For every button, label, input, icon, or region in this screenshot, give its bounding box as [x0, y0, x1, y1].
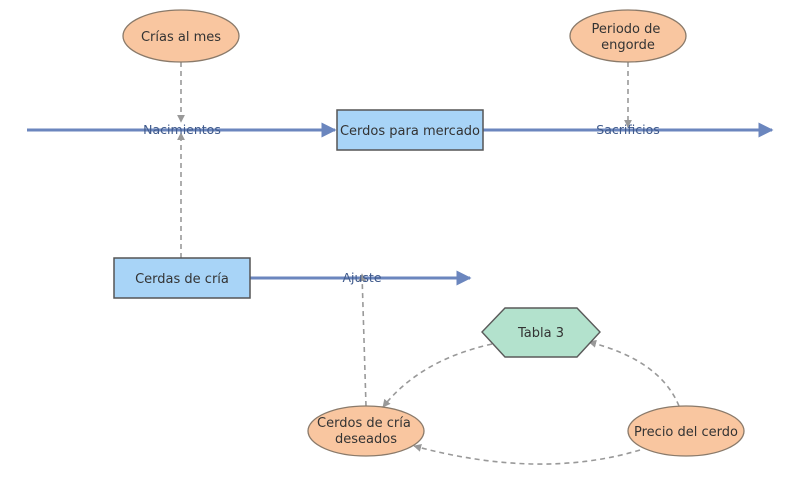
variable-ellipse: [307, 405, 425, 457]
link-deseados-to-ajuste: [358, 273, 367, 407]
variable-label-line: engorde: [601, 38, 655, 53]
stock-label: Cerdas de cría: [135, 272, 229, 287]
stock-cerdos-para-mercado[interactable]: Cerdos para mercado: [336, 109, 484, 151]
stock-box: [336, 109, 484, 151]
variable-label: Periodo de engorde: [591, 22, 664, 53]
variable-ellipse: [627, 405, 745, 457]
flow-pipes: [27, 122, 774, 286]
stock-cerdas-de-cria[interactable]: Cerdas de cría: [113, 257, 251, 299]
link-precio-to-deseados: [413, 444, 641, 465]
flow-label-nacimientos[interactable]: Nacimientos: [143, 122, 221, 137]
variable-periodo-de-engorde[interactable]: Periodo de engorde: [569, 9, 687, 63]
variable-ellipse: [569, 9, 687, 63]
variable-precio-del-cerdo[interactable]: Precio del cerdo: [627, 405, 745, 457]
variable-label-line: Periodo de: [591, 22, 660, 37]
flow-label-sacrificios[interactable]: Sacrificios: [596, 122, 659, 137]
influence-links: [177, 62, 680, 465]
link-precio-to-tabla: [588, 339, 680, 407]
variable-label: Cerdos de cría deseados: [317, 416, 415, 447]
stock-box: [113, 257, 251, 299]
table-tabla-3[interactable]: Tabla 3: [481, 307, 601, 358]
table-hexagon: [481, 307, 601, 358]
table-label: Tabla 3: [517, 326, 564, 341]
variable-ellipse: [122, 9, 240, 63]
variable-label: Precio del cerdo: [634, 425, 738, 440]
variable-crias-al-mes[interactable]: Crías al mes: [122, 9, 240, 63]
variable-label-line: deseados: [335, 432, 397, 447]
link-tabla-to-deseados: [382, 343, 493, 408]
variable-label: Crías al mes: [141, 30, 221, 45]
flow-label-ajuste[interactable]: Ajuste: [342, 270, 381, 285]
stock-label: Cerdos para mercado: [340, 124, 480, 139]
variable-cerdos-de-cria-deseados[interactable]: Cerdos de cría deseados: [307, 405, 425, 457]
variable-label-line: Cerdos de cría: [317, 416, 411, 431]
